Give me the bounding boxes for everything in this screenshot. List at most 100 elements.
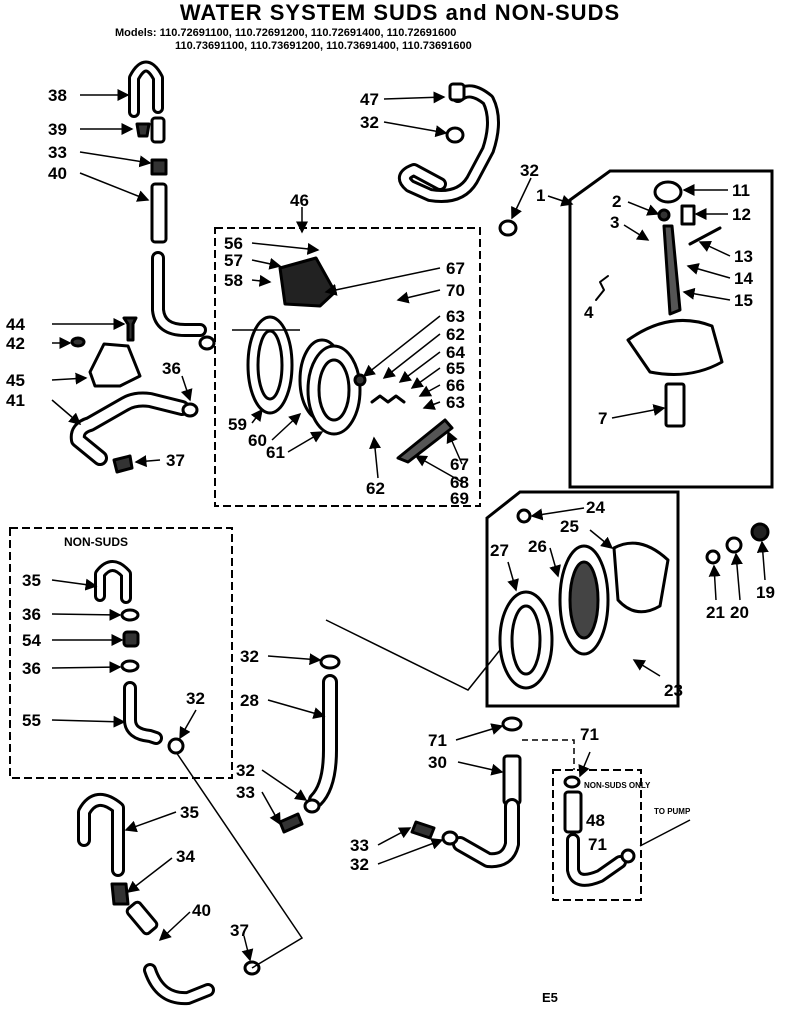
clamp-32d <box>319 654 341 670</box>
model-numbers-line-2: 110.73691100, 110.73691200, 110.73691400… <box>175 40 472 52</box>
part-label: 37 <box>166 451 185 470</box>
part-label: 48 <box>586 811 605 830</box>
part-label: 45 <box>6 371 25 390</box>
valve-assembly-box-1 <box>568 169 774 489</box>
part-label: 71 <box>580 725 599 744</box>
hose-47-end <box>448 82 466 102</box>
pump-assembly-box-46 <box>214 227 481 507</box>
part-label: 28 <box>240 691 259 710</box>
non-suds-only-box <box>552 769 642 901</box>
part-label: 40 <box>192 901 211 920</box>
model-numbers: Models: 110.72691100, 110.72691200, 110.… <box>115 27 472 53</box>
part-label: 44 <box>6 315 25 334</box>
part-label: 24 <box>586 498 605 517</box>
connector-line-non-suds <box>522 739 575 770</box>
filter-assembly-box-23 <box>485 490 680 708</box>
connector-33a <box>150 158 168 176</box>
non-suds-only-label: NON-SUDS ONLY <box>584 781 651 790</box>
part-label: 42 <box>6 334 25 353</box>
valve-rod <box>662 224 682 316</box>
part-label: 21 <box>706 603 725 622</box>
part-label: 57 <box>224 251 243 270</box>
part-label: 14 <box>734 269 753 288</box>
page-code: E5 <box>542 990 558 1005</box>
clamp-32a <box>445 126 465 144</box>
clamp-36c <box>120 659 140 673</box>
part-label: 11 <box>732 181 750 200</box>
clamp-71c <box>620 848 636 864</box>
clamp-36a-top <box>198 335 216 351</box>
spring-assy <box>370 394 406 404</box>
connector-line-lower <box>175 751 304 969</box>
part-label: 47 <box>360 90 379 109</box>
part-label: 32 <box>520 161 539 180</box>
hose-47 <box>397 84 500 203</box>
part-label: 19 <box>756 583 775 602</box>
screw-44 <box>122 316 138 342</box>
valve-cap-11 <box>653 180 683 204</box>
part-label: 1 <box>536 186 545 205</box>
part-label: 20 <box>730 603 749 622</box>
coupling-34 <box>110 882 130 906</box>
washer-63 <box>353 373 367 387</box>
part-label: 54 <box>22 631 41 650</box>
part-label: 62 <box>446 325 465 344</box>
part-label: 32 <box>236 761 255 780</box>
clamp-32b <box>498 219 518 237</box>
part-label: 56 <box>224 234 243 253</box>
model-numbers-line-1: Models: 110.72691100, 110.72691200, 110.… <box>115 27 457 39</box>
diaphragm-61 <box>306 344 362 436</box>
part-label: 36 <box>22 605 41 624</box>
part-label: 35 <box>22 571 41 590</box>
washer-21 <box>705 549 721 565</box>
part-label: 62 <box>366 479 385 498</box>
clamp-32c <box>167 737 185 755</box>
knob-19 <box>750 522 770 542</box>
valve-bottom-7 <box>664 382 686 428</box>
part-label: 63 <box>446 307 465 326</box>
part-label: 39 <box>48 120 67 139</box>
part-label: 33 <box>236 783 255 802</box>
part-label: 32 <box>360 113 379 132</box>
part-label: 25 <box>560 517 579 536</box>
part-label: 60 <box>248 431 267 450</box>
clip-39 <box>135 122 151 138</box>
connector-33b <box>278 812 304 834</box>
part-label: 46 <box>290 191 309 210</box>
clip-24 <box>516 508 532 524</box>
part-label: 37 <box>230 921 249 940</box>
part-label: 36 <box>162 359 181 378</box>
part-label: 34 <box>176 847 195 866</box>
part-label: 12 <box>732 205 751 224</box>
part-label: 71 <box>428 731 447 750</box>
part-label: 41 <box>6 391 25 410</box>
bracket-45 <box>88 342 142 388</box>
part-label: 66 <box>446 376 465 395</box>
part-label: 35 <box>180 803 199 822</box>
part-label: 32 <box>186 689 205 708</box>
filter-cover-25 <box>612 541 670 614</box>
hose-segment <box>150 116 166 144</box>
hose-40b <box>125 900 159 936</box>
valve-clip-13 <box>688 226 722 246</box>
clamp-32e <box>303 798 321 814</box>
clamp-32f <box>441 830 459 846</box>
to-pump-label: TO PUMP <box>654 807 691 816</box>
part-label: 32 <box>350 855 369 874</box>
part-label: 30 <box>428 753 447 772</box>
coupling-54 <box>122 630 140 648</box>
connector-line-to-pump <box>639 819 691 847</box>
valve-part-2 <box>657 208 671 222</box>
bolt-42 <box>70 336 86 348</box>
part-label: 27 <box>490 541 509 560</box>
connector-33c <box>410 820 436 840</box>
part-label: 23 <box>664 681 683 700</box>
filter-housing-27 <box>498 590 554 690</box>
part-label: 65 <box>446 359 465 378</box>
part-label: 36 <box>22 659 41 678</box>
valve-spring-4 <box>595 275 609 301</box>
lever-arm <box>396 418 454 464</box>
part-label: 3 <box>610 213 619 232</box>
clamp-71a <box>501 716 523 732</box>
part-label: 59 <box>228 415 247 434</box>
